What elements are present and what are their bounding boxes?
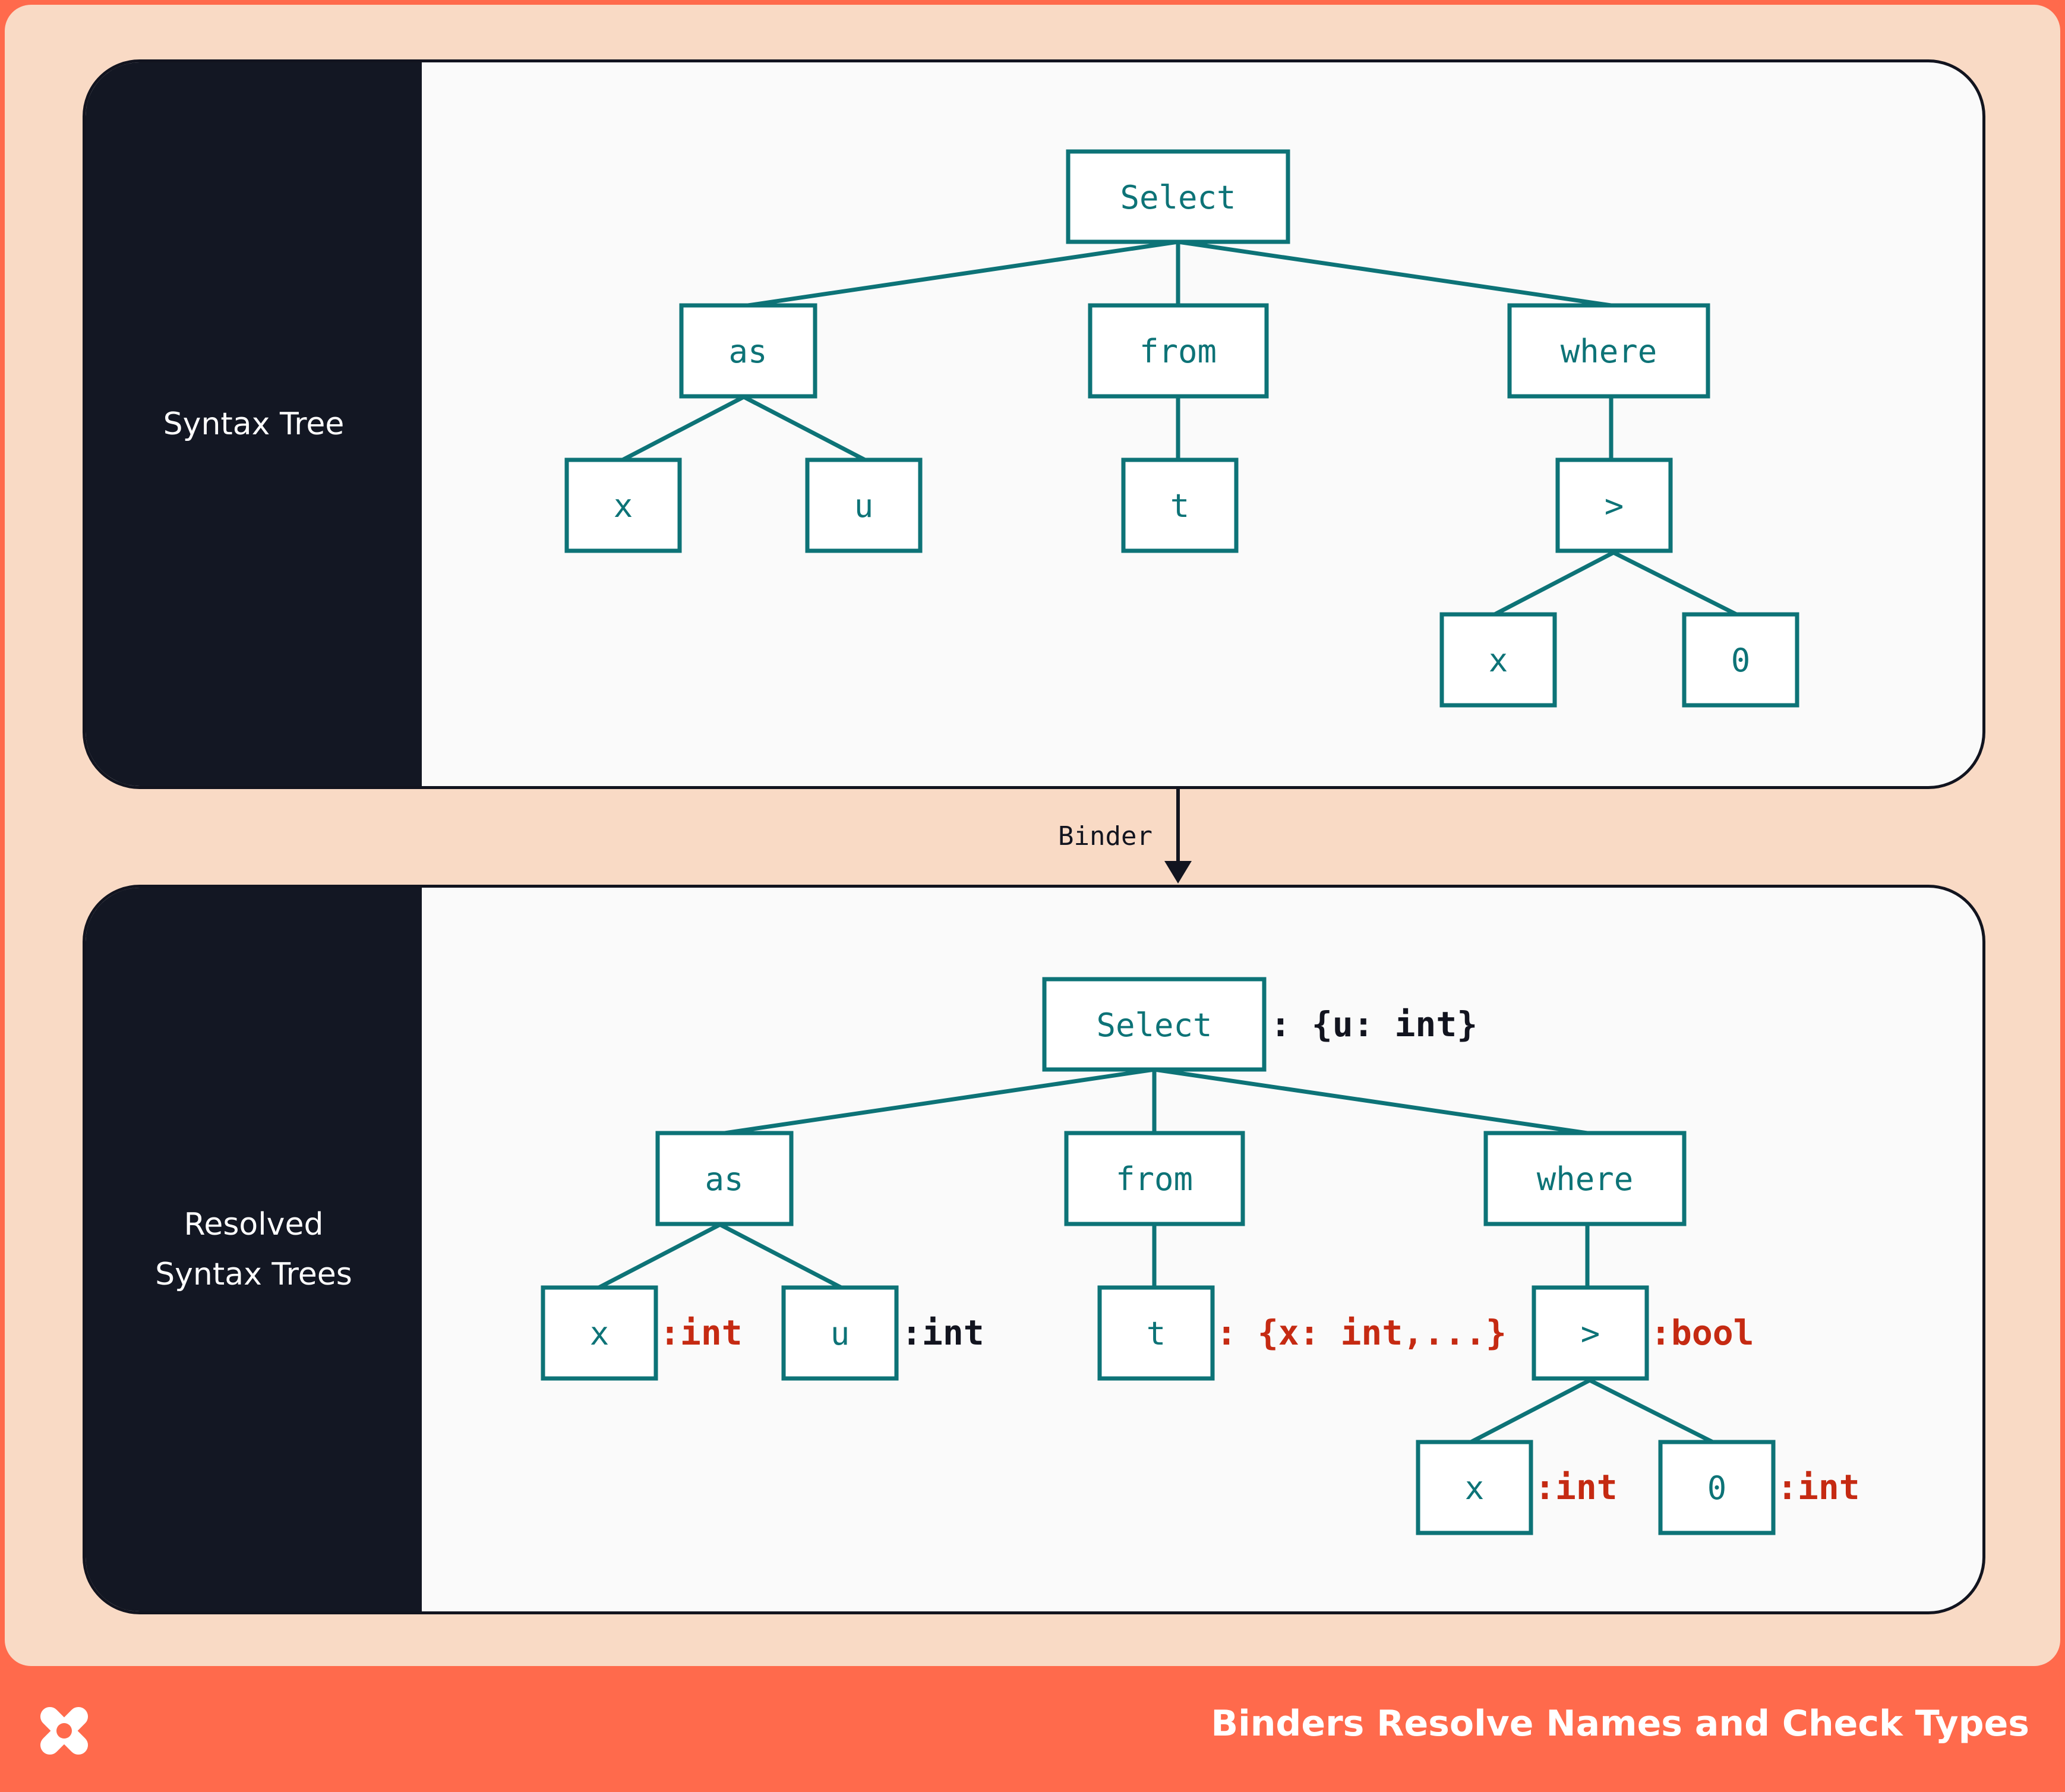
r-node-zero-label: 0 — [1707, 1469, 1727, 1507]
edge-r-select-where — [1154, 1067, 1588, 1135]
r-node-u-label: u — [831, 1315, 850, 1352]
r-node-gt: > — [1532, 1285, 1649, 1381]
node-u: u — [805, 458, 923, 553]
node-t-label: t — [1170, 487, 1190, 525]
anno-select: : {u: int} — [1270, 1004, 1477, 1045]
r-node-from: from — [1064, 1131, 1245, 1226]
node-x-label: x — [614, 487, 633, 525]
r-node-as: as — [655, 1131, 794, 1226]
syntax-tree-nodes: Select as from where x u — [564, 149, 1799, 708]
edge-select-as — [747, 239, 1179, 308]
edge-r-select-as — [724, 1067, 1155, 1135]
anno-u: :int — [901, 1313, 984, 1353]
resolved-tree-side: Resolved Syntax Trees — [86, 888, 422, 1611]
node-x2: x — [1439, 612, 1557, 708]
node-from-label: from — [1139, 333, 1217, 370]
syntax-tree-panel: Syntax Tree — [83, 59, 1985, 789]
x-logo-icon — [40, 1706, 89, 1755]
node-u-label: u — [854, 487, 874, 525]
r-node-select: Select — [1042, 977, 1267, 1072]
edge-r-gt-x — [1470, 1378, 1591, 1444]
node-as-label: as — [728, 333, 767, 370]
r-node-x-label: x — [590, 1315, 610, 1352]
r-node-t-label: t — [1147, 1315, 1166, 1352]
r-node-t: t — [1097, 1285, 1215, 1381]
anno-x: :int — [659, 1313, 743, 1353]
r-node-zero: 0 — [1658, 1440, 1776, 1535]
node-t: t — [1121, 458, 1239, 553]
r-node-where: where — [1483, 1131, 1687, 1226]
anno-gt: :bool — [1650, 1313, 1754, 1353]
node-where: where — [1507, 303, 1710, 399]
syntax-tree-side: Syntax Tree — [86, 62, 422, 786]
edge-r-as-u — [719, 1222, 842, 1290]
node-x: x — [564, 458, 682, 553]
binder-label: Binder — [1058, 821, 1153, 851]
edge-gt-x — [1494, 550, 1615, 617]
edge-as-x — [621, 395, 745, 462]
node-where-label: where — [1561, 333, 1657, 370]
r-node-select-label: Select — [1096, 1007, 1212, 1044]
node-select-label: Select — [1120, 179, 1236, 216]
r-node-from-label: from — [1116, 1160, 1193, 1198]
node-zero-label: 0 — [1731, 642, 1751, 679]
anno-zero: :int — [1777, 1467, 1860, 1507]
r-node-as-label: as — [705, 1160, 743, 1198]
resolved-tree-label: Resolved Syntax Trees — [155, 1207, 352, 1292]
anno-t: : {x: int,...} — [1216, 1313, 1507, 1353]
edge-r-as-x — [598, 1222, 721, 1290]
edge-gt-zero — [1612, 550, 1738, 617]
binder-arrow: Binder — [1058, 786, 1192, 884]
r-node-u: u — [781, 1285, 899, 1381]
resolved-tree-panel: Resolved Syntax Trees — [83, 885, 1985, 1614]
footer-title: Binders Resolve Names and Check Types — [1211, 1703, 2029, 1744]
resolved-tree-nodes: Select as from where x u — [541, 977, 1776, 1535]
node-gt: > — [1555, 458, 1673, 553]
r-node-gt-label: > — [1581, 1315, 1600, 1352]
resolved-tree-edges — [598, 1067, 1714, 1444]
r-node-x: x — [541, 1285, 658, 1381]
anno-x2: :int — [1534, 1467, 1618, 1507]
r-node-where-label: where — [1537, 1160, 1634, 1198]
r-node-x2-label: x — [1465, 1469, 1485, 1507]
syntax-tree-label: Syntax Tree — [163, 406, 345, 442]
r-node-x2: x — [1416, 1440, 1533, 1535]
node-zero: 0 — [1682, 612, 1799, 708]
edge-r-gt-zero — [1589, 1378, 1714, 1444]
node-select: Select — [1066, 149, 1290, 244]
node-gt-label: > — [1605, 487, 1624, 525]
type-annotations: : {u: int} :int :int : {x: int,...} :boo… — [659, 1004, 1860, 1507]
syntax-tree-edges — [621, 239, 1738, 617]
node-from: from — [1088, 303, 1269, 399]
binder-arrow-head — [1164, 861, 1192, 884]
edge-as-u — [743, 395, 866, 462]
edge-select-where — [1177, 239, 1612, 308]
node-x2-label: x — [1489, 642, 1508, 679]
node-as: as — [679, 303, 817, 399]
